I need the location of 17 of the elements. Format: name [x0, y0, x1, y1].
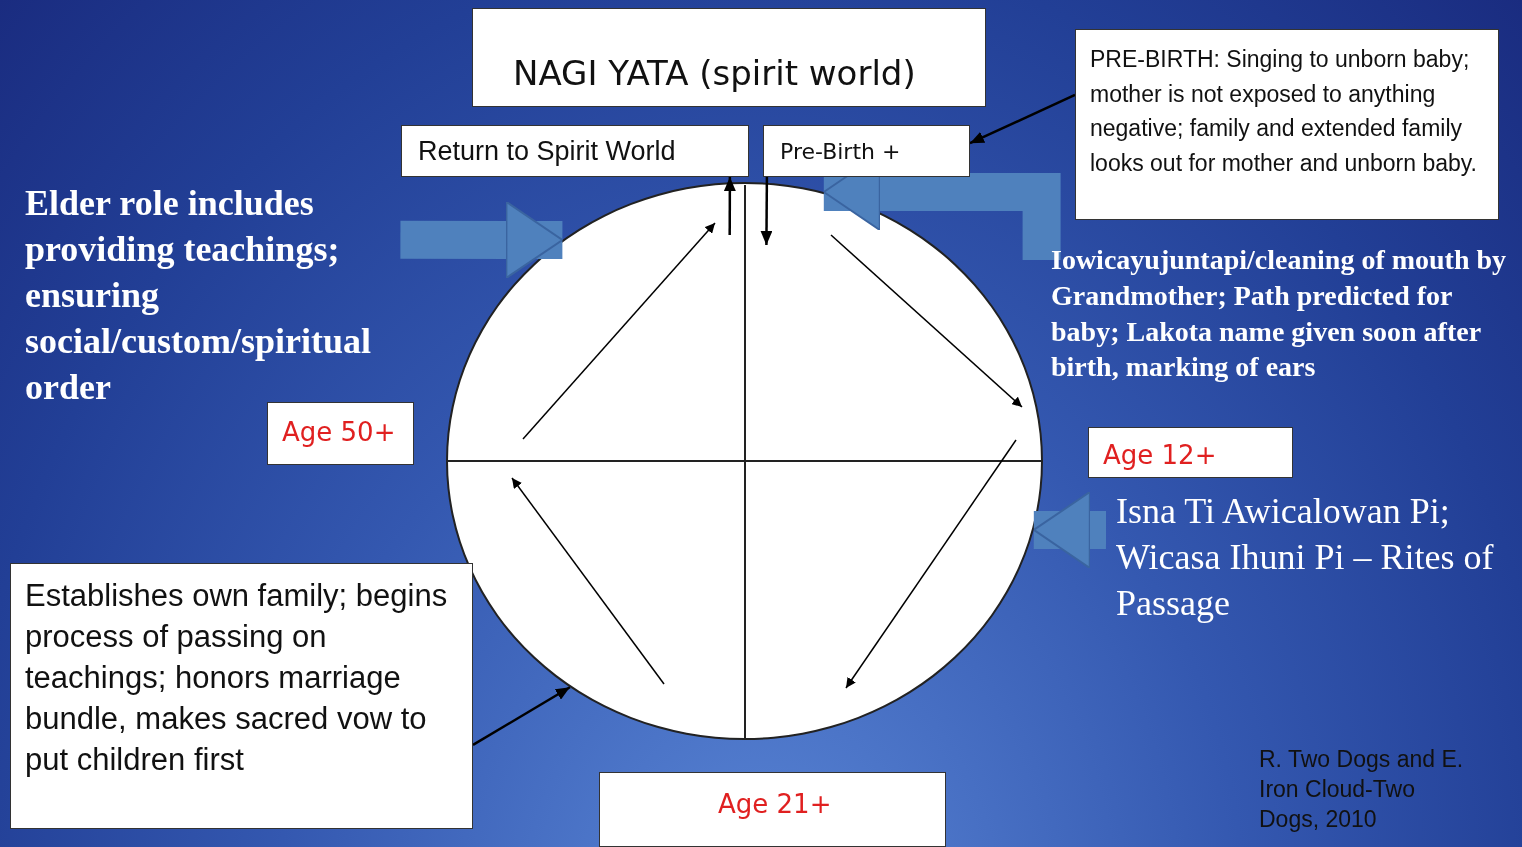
title-box: NAGI YATA (spirit world) [472, 8, 986, 107]
arrow [723, 177, 736, 235]
age-box: Age 21+ [599, 772, 946, 847]
age-box: Age 12+ [1088, 427, 1293, 478]
block-arrow [1032, 491, 1106, 569]
citation-text: R. Two Dogs and E. Iron Cloud-Two Dogs, 2010 [1259, 745, 1464, 834]
age-box: Age 50+ [267, 402, 414, 465]
text-box: Establishes own family; begins process of passing on teachings; honors marriage bundle, makes sacred vow to put children first [10, 563, 473, 829]
text-box: PRE-BIRTH: Singing to unborn baby; mother is not exposed to anything negative; family and extended family looks out for mother and unborn baby. [1075, 29, 1499, 220]
stage-label-box: Return to Spirit World [401, 125, 749, 177]
arrow [472, 686, 571, 746]
block-arrow [400, 200, 564, 279]
arrow [760, 177, 773, 245]
stage-description: Isna Ti Awicalowan Pi; Wicasa Ihuni Pi – Rites of Passage [1116, 488, 1516, 628]
stage-label-box: Pre-Birth + [763, 125, 970, 177]
arrow [969, 93, 1076, 145]
stage-description: Iowicayujuntapi/cleaning of mouth by Grandmother; Path predicted for baby; Lakota name given soon after birth, marking of ears [1051, 242, 1519, 422]
